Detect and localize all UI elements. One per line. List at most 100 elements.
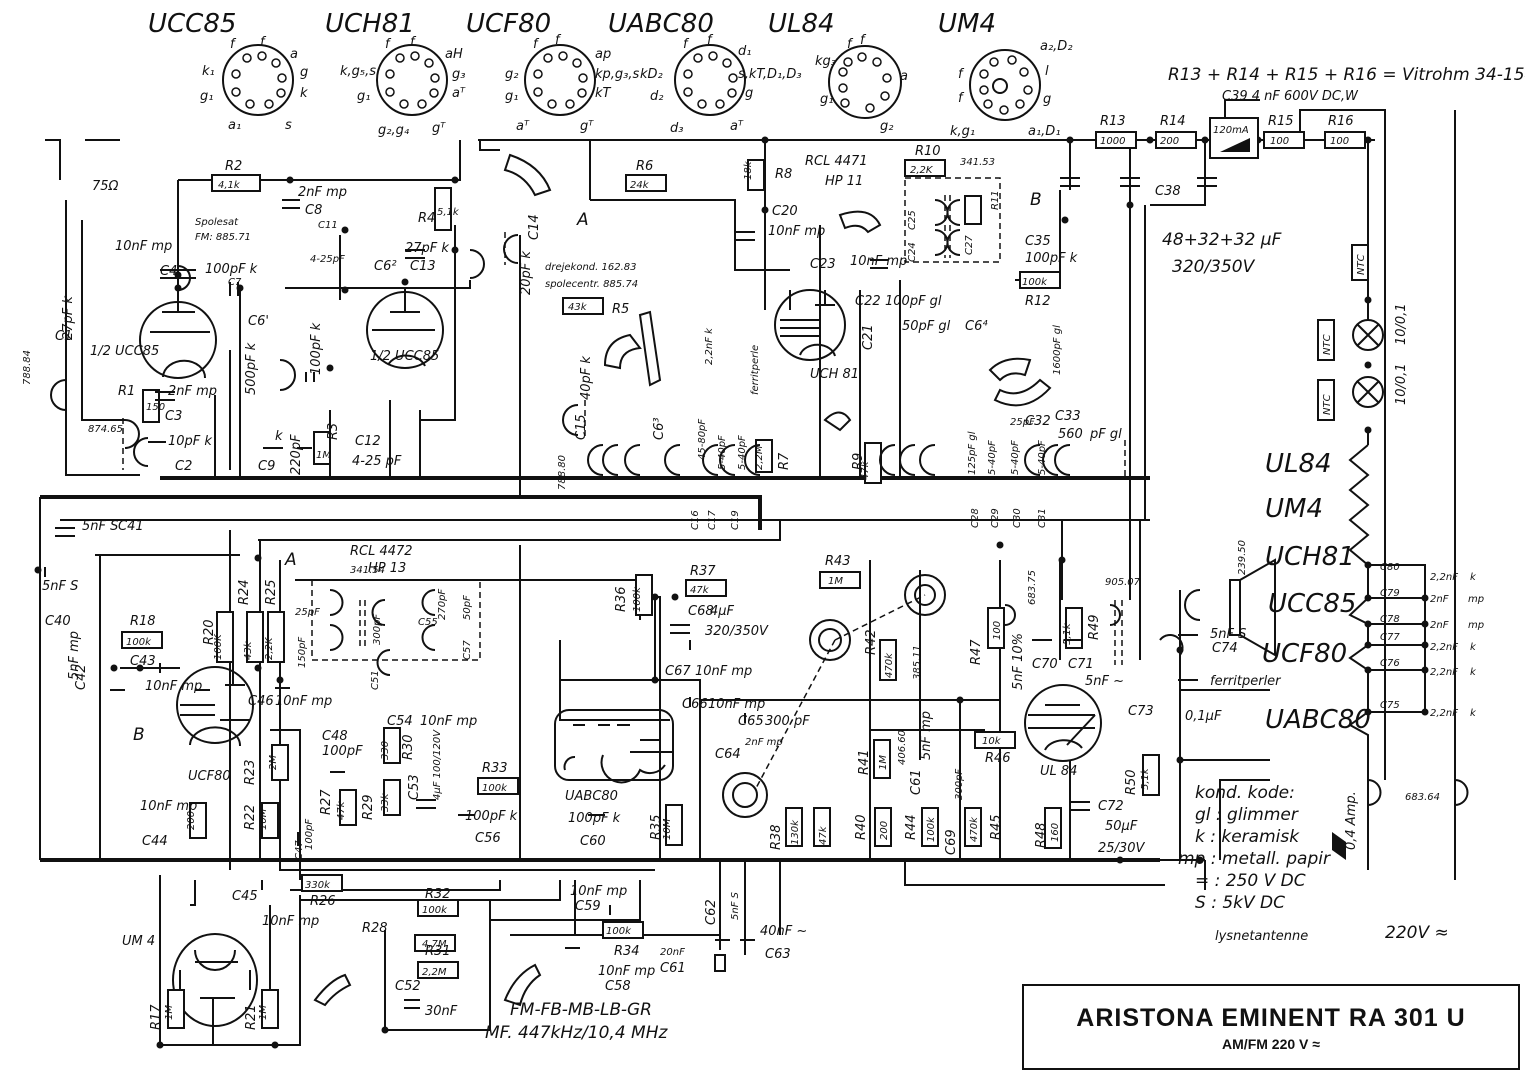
svg-text:R15: R15 xyxy=(1268,114,1294,129)
svg-text:100pF: 100pF xyxy=(322,744,363,759)
svg-text:5nF S: 5nF S xyxy=(42,579,78,594)
svg-text:s: s xyxy=(285,118,292,133)
coils xyxy=(50,199,1469,806)
svg-text:10pF k: 10pF k xyxy=(168,434,212,449)
svg-text:2,2nF: 2,2nF xyxy=(1430,572,1458,583)
svg-text:1/2 UCC85: 1/2 UCC85 xyxy=(370,349,439,364)
tube-um4 xyxy=(172,933,258,1045)
svg-text:341.53: 341.53 xyxy=(960,157,995,168)
svg-text:g₁: g₁ xyxy=(357,89,370,104)
svg-text:UABC80: UABC80 xyxy=(565,789,618,804)
svg-text:5-40pF: 5-40pF xyxy=(737,435,748,470)
model-title: ARISTONA EMINENT RA 301 U xyxy=(1076,1004,1466,1032)
svg-text:10/0,1: 10/0,1 xyxy=(1394,303,1409,345)
svg-text:gl : glimmer: gl : glimmer xyxy=(1195,805,1299,825)
svg-text:1000: 1000 xyxy=(1100,136,1125,147)
svg-text:100pF: 100pF xyxy=(304,819,315,850)
svg-text:200: 200 xyxy=(186,811,197,830)
svg-text:2nF: 2nF xyxy=(1430,594,1449,605)
svg-text:10nF mp: 10nF mp xyxy=(708,697,765,712)
svg-text:R38: R38 xyxy=(769,824,784,850)
power-supply-labels: R13 + R14 + R15 + R16 = Vitrohm 34-1545 … xyxy=(1100,65,1525,944)
svg-text:f: f xyxy=(707,33,714,48)
svg-text:2,2K: 2,2K xyxy=(264,636,275,660)
svg-text:25pF: 25pF xyxy=(295,607,320,618)
tube-uabc80 xyxy=(554,709,674,784)
svg-text:k: k xyxy=(1470,667,1477,678)
svg-text:UCH81: UCH81 xyxy=(1265,542,1355,572)
svg-text:500pF k: 500pF k xyxy=(244,342,259,395)
svg-text:R40: R40 xyxy=(854,814,869,840)
svg-text:5nF S: 5nF S xyxy=(1210,627,1246,642)
svg-text:5nF mp: 5nF mp xyxy=(67,631,82,680)
svg-text:R4: R4 xyxy=(418,211,435,226)
svg-text:0,4 Amp.: 0,4 Amp. xyxy=(1344,791,1359,850)
svg-text:f: f xyxy=(410,35,417,50)
svg-text:HP 13: HP 13 xyxy=(368,561,406,576)
svg-text:spolecentr. 885.74: spolecentr. 885.74 xyxy=(545,279,638,290)
svg-text:R35: R35 xyxy=(649,814,664,840)
svg-text:R29: R29 xyxy=(361,794,376,820)
svg-text:R30: R30 xyxy=(401,734,416,760)
svg-text:788.80: 788.80 xyxy=(557,455,568,490)
svg-text:R13 + R14 + R15 + R16 = Vitroh: R13 + R14 + R15 + R16 = Vitrohm 34-1545 xyxy=(1168,65,1525,85)
svg-text:C12: C12 xyxy=(355,434,381,449)
svg-text:R43: R43 xyxy=(825,554,851,569)
svg-text:f: f xyxy=(385,37,392,52)
svg-text:4,1k: 4,1k xyxy=(218,180,241,191)
svg-text:300pF: 300pF xyxy=(372,614,383,645)
tube-ucc85-2 xyxy=(366,288,444,369)
svg-text:470k: 470k xyxy=(884,652,895,678)
svg-text:2,2nF: 2,2nF xyxy=(1430,642,1458,653)
svg-text:R13: R13 xyxy=(1100,114,1126,129)
svg-text:C54: C54 xyxy=(387,714,413,729)
svg-text:g: g xyxy=(745,86,753,101)
svg-text:k,g₁: k,g₁ xyxy=(950,124,975,139)
svg-text:100: 100 xyxy=(1330,136,1349,147)
svg-text:300 pF: 300 pF xyxy=(765,714,810,729)
svg-text:1M: 1M xyxy=(828,576,843,587)
svg-text:NTC: NTC xyxy=(1322,334,1333,355)
transformer-cores xyxy=(122,177,1126,665)
svg-text:25pF: 25pF xyxy=(1010,417,1035,428)
svg-text:100K: 100K xyxy=(213,633,224,660)
svg-text:4-25 pF: 4-25 pF xyxy=(352,454,402,469)
svg-text:130k: 130k xyxy=(790,819,801,845)
svg-text:d₃: d₃ xyxy=(670,121,683,136)
svg-text:683.75: 683.75 xyxy=(1027,570,1038,605)
svg-text:f: f xyxy=(230,37,237,52)
svg-text:NTC: NTC xyxy=(1356,254,1367,275)
svg-text:RCL 4472: RCL 4472 xyxy=(350,544,413,559)
svg-text:R37: R37 xyxy=(690,564,716,579)
tube-name: UM4 xyxy=(938,9,996,39)
svg-text:C21: C21 xyxy=(861,324,876,350)
svg-text:f: f xyxy=(555,33,562,48)
svg-text:4μF: 4μF xyxy=(710,604,735,619)
tube-name: UL84 xyxy=(768,9,835,39)
svg-text:C31: C31 xyxy=(1037,508,1048,528)
svg-text:a: a xyxy=(290,47,298,62)
svg-text:5nF S: 5nF S xyxy=(82,519,118,534)
svg-text:UM 4: UM 4 xyxy=(122,934,155,949)
svg-text:C66: C66 xyxy=(682,697,708,712)
svg-text:g₂: g₂ xyxy=(505,67,518,82)
svg-text:C51: C51 xyxy=(370,670,381,690)
svg-text:R17: R17 xyxy=(149,1004,164,1030)
svg-text:C11: C11 xyxy=(318,220,338,231)
svg-text:C35: C35 xyxy=(1025,234,1051,249)
svg-text:C63: C63 xyxy=(765,947,791,962)
svg-text:d₂: d₂ xyxy=(650,89,663,104)
svg-text:100k: 100k xyxy=(926,816,937,842)
svg-text:20nF: 20nF xyxy=(660,947,685,958)
svg-text:C64: C64 xyxy=(715,747,741,762)
svg-text:drejekond. 162.83: drejekond. 162.83 xyxy=(545,262,636,273)
svg-text:R27: R27 xyxy=(319,789,334,815)
svg-text:C41: C41 xyxy=(118,519,144,534)
svg-text:C48: C48 xyxy=(322,729,348,744)
svg-text:905.07: 905.07 xyxy=(1105,577,1141,588)
svg-text:RCL 4471: RCL 4471 xyxy=(805,154,868,169)
svg-text:C47: C47 xyxy=(294,840,305,860)
svg-text:R21: R21 xyxy=(244,1004,259,1030)
svg-text:470k: 470k xyxy=(969,816,980,842)
svg-text:R24: R24 xyxy=(237,579,252,605)
